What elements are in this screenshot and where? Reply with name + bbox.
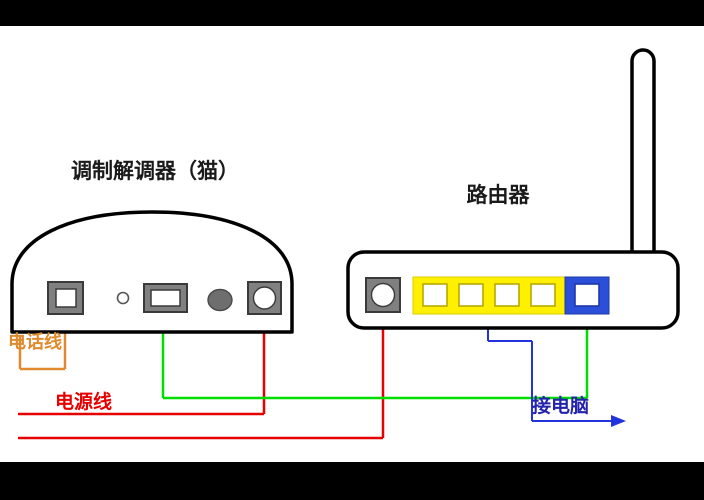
modem-indicator-led — [116, 291, 130, 305]
modem-button[interactable] — [207, 288, 233, 312]
to-computer-label: 接电脑 — [532, 394, 589, 417]
router-wan-port[interactable] — [574, 283, 600, 307]
modem-lan-port[interactable] — [143, 283, 188, 313]
router-lan-port-1[interactable] — [422, 283, 448, 307]
modem-power-port[interactable] — [247, 281, 282, 315]
modem-phone-port[interactable] — [47, 281, 84, 315]
modem-title: 调制解调器（猫） — [71, 159, 239, 183]
device-modem[interactable] — [10, 210, 294, 334]
diagram-canvas: 调制解调器（猫） 路由器 电话线 电源线 接电脑 — [0, 26, 704, 462]
phone-line-label: 电话线 — [8, 331, 62, 353]
router-lan-port-2[interactable] — [458, 283, 484, 307]
letterbox-bottom-bar — [0, 462, 704, 500]
router-lan-port-4[interactable] — [530, 283, 556, 307]
router-lan-port-3[interactable] — [494, 283, 520, 307]
router-title: 路由器 — [467, 183, 531, 207]
letterbox-top-bar — [0, 0, 704, 26]
power-line-label: 电源线 — [55, 390, 112, 413]
device-router[interactable] — [346, 48, 680, 330]
router-power-port[interactable] — [365, 277, 401, 313]
router-lan-block — [412, 276, 566, 315]
router-wan-block — [564, 276, 610, 315]
